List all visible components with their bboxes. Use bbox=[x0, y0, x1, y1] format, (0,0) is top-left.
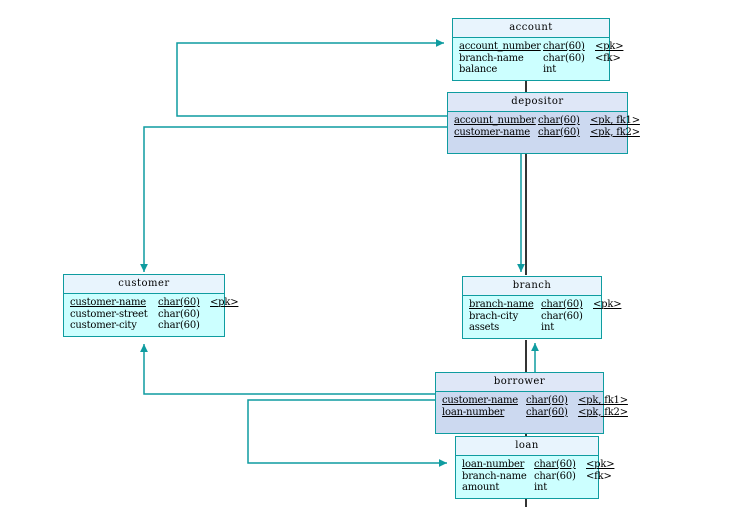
table-row: amount int bbox=[462, 482, 592, 494]
table-account-columns: account_number char(60) <pk> branch-name… bbox=[453, 38, 624, 80]
column-name: amount bbox=[462, 482, 500, 493]
column-type: char(60) bbox=[158, 297, 200, 308]
column-name: assets bbox=[469, 322, 500, 333]
column-type: char(60) bbox=[541, 310, 583, 322]
table-branch-title: branch bbox=[463, 277, 601, 296]
column-key: <pk> bbox=[593, 299, 622, 310]
column-name: customer-name bbox=[442, 395, 518, 406]
column-name: loan-number bbox=[442, 406, 505, 418]
table-row: customer-name char(60) <pk, fk1> bbox=[442, 395, 628, 407]
table-loan-title: loan bbox=[456, 437, 598, 456]
column-type: int bbox=[543, 64, 557, 75]
table-row: account_number char(60) <pk> bbox=[459, 41, 624, 53]
column-name: branch-name bbox=[469, 299, 534, 310]
table-row: loan-number char(60) <pk> bbox=[462, 459, 615, 471]
column-name: loan-number bbox=[462, 459, 525, 470]
column-name: brach-city bbox=[469, 310, 519, 322]
column-type: char(60) bbox=[526, 395, 568, 406]
column-name: account_number bbox=[459, 41, 541, 52]
table-row: customer-street char(60) bbox=[70, 309, 218, 321]
table-row: branch-name char(60) <pk> bbox=[469, 299, 622, 311]
table-row: loan-number char(60) <pk, fk2> bbox=[442, 406, 628, 419]
table-row: customer-name char(60) <pk, fk2> bbox=[454, 126, 640, 139]
table-loan[interactable]: loan loan-number char(60) <pk> branch-na… bbox=[455, 436, 615, 499]
column-key: <pk> bbox=[586, 459, 615, 470]
table-row: assets int bbox=[469, 322, 595, 334]
column-key: <pk> bbox=[595, 41, 624, 52]
table-depositor-columns: account_number char(60) <pk, fk1> custom… bbox=[448, 112, 640, 153]
table-row: balance int bbox=[459, 64, 603, 76]
column-name: account_number bbox=[454, 115, 536, 126]
column-name: balance bbox=[459, 64, 498, 75]
table-branch[interactable]: branch branch-name char(60) <pk> brach-c… bbox=[462, 276, 622, 339]
fk-depositor-customer bbox=[140, 126, 447, 272]
table-borrower-columns: customer-name char(60) <pk, fk1> loan-nu… bbox=[436, 392, 628, 433]
table-depositor-title: depositor bbox=[448, 93, 627, 112]
column-type: char(60) bbox=[526, 406, 568, 418]
table-customer-columns: customer-name char(60) <pk> customer-str… bbox=[64, 294, 239, 336]
table-row-spacer bbox=[442, 418, 597, 429]
fk-borrower-customer bbox=[140, 344, 435, 395]
table-account[interactable]: account account_number char(60) <pk> bra… bbox=[452, 18, 624, 81]
table-borrower-title: borrower bbox=[436, 373, 603, 392]
table-loan-columns: loan-number char(60) <pk> branch-name ch… bbox=[456, 456, 615, 498]
column-key: <pk, fk1> bbox=[590, 115, 640, 126]
column-type: char(60) bbox=[158, 308, 200, 320]
column-type: char(60) bbox=[538, 115, 580, 126]
column-name: branch-name bbox=[462, 470, 527, 482]
column-key: <pk, fk1> bbox=[578, 395, 628, 406]
column-key: <pk, fk2> bbox=[578, 406, 628, 418]
table-customer-title: customer bbox=[64, 275, 224, 294]
table-row: brach-city char(60) bbox=[469, 311, 595, 323]
column-key: <fk> bbox=[595, 52, 621, 64]
column-type: char(60) bbox=[538, 126, 580, 138]
column-type: int bbox=[534, 482, 548, 493]
table-depositor[interactable]: depositor account_number char(60) <pk, f… bbox=[447, 92, 640, 154]
column-type: char(60) bbox=[543, 41, 585, 52]
column-type: char(60) bbox=[534, 470, 576, 482]
column-key: <fk> bbox=[586, 470, 612, 482]
column-key: <pk, fk2> bbox=[590, 126, 640, 138]
table-branch-columns: branch-name char(60) <pk> brach-city cha… bbox=[463, 296, 622, 338]
column-name: customer-name bbox=[454, 126, 530, 138]
table-row-spacer bbox=[454, 138, 621, 149]
column-key: <pk> bbox=[210, 297, 239, 308]
column-type: char(60) bbox=[541, 299, 583, 310]
table-row: branch-name char(60) <fk> bbox=[459, 52, 621, 65]
table-borrower[interactable]: borrower customer-name char(60) <pk, fk1… bbox=[435, 372, 628, 434]
table-customer[interactable]: customer customer-name char(60) <pk> cus… bbox=[63, 274, 239, 337]
table-account-title: account bbox=[453, 19, 609, 38]
table-row: customer-name char(60) <pk> bbox=[70, 297, 239, 309]
column-type: char(60) bbox=[158, 320, 200, 331]
column-name: customer-city bbox=[70, 320, 137, 331]
table-row: branch-name char(60) <fk> bbox=[462, 470, 612, 483]
column-type: char(60) bbox=[543, 52, 585, 64]
table-row: account_number char(60) <pk, fk1> bbox=[454, 115, 640, 127]
column-name: branch-name bbox=[459, 52, 524, 64]
fk-borrower-loan bbox=[247, 399, 447, 467]
column-name: customer-street bbox=[70, 308, 148, 320]
fk-depositor-account bbox=[176, 39, 447, 117]
column-type: int bbox=[541, 322, 555, 333]
table-row: customer-city char(60) bbox=[70, 320, 218, 332]
column-name: customer-name bbox=[70, 297, 146, 308]
column-type: char(60) bbox=[534, 459, 576, 470]
